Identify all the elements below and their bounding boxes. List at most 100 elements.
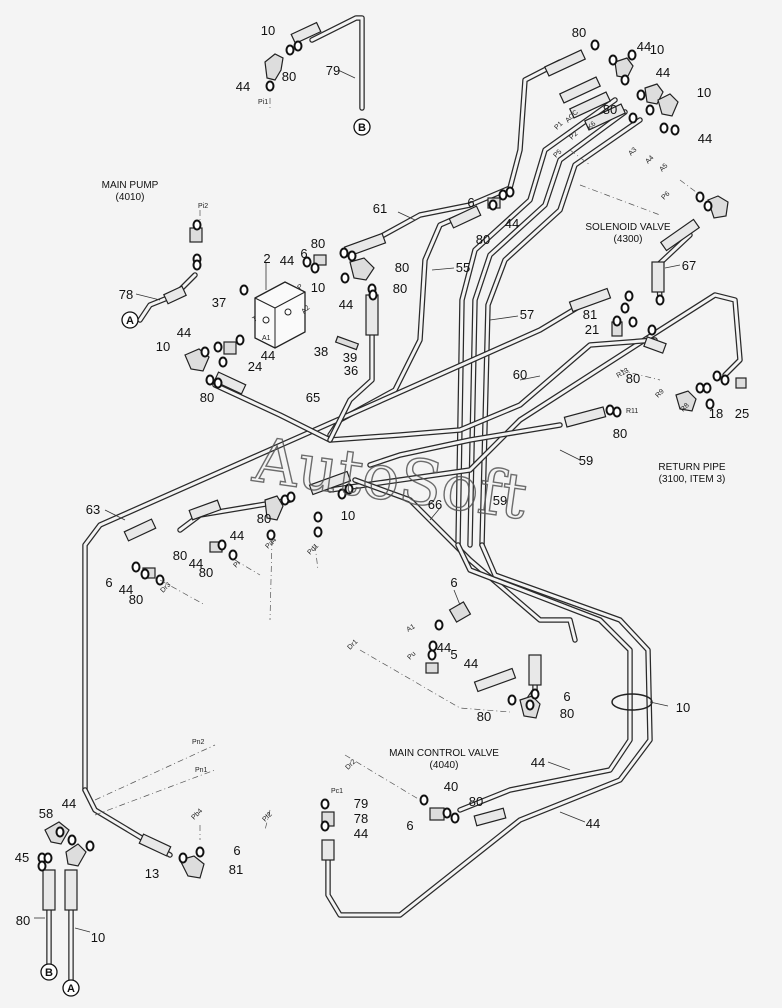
o-ring [43,852,53,864]
pipe-59 [367,422,563,468]
callout-44: 44 [189,556,203,571]
o-ring [624,290,634,302]
o-ring [703,200,713,212]
callout-60: 60 [513,367,527,382]
o-ring [55,826,65,838]
port-label-a1: A1 [406,623,417,633]
callout-80: 80 [476,232,490,247]
pipe-60 [327,292,743,493]
hose-81 [568,287,612,313]
callout-65: 65 [306,390,320,405]
o-ring [286,491,296,503]
callout-44: 44 [586,816,600,831]
elbow-45 [65,843,87,867]
callout-58: 58 [39,806,53,821]
title-main-pump-code: (4010) [116,192,145,203]
title-main-pump: MAIN PUMP [102,180,159,191]
port-label-a1: A1 [262,335,271,342]
port-label-pf2: Pf2 [261,811,273,823]
o-ring [213,341,223,353]
callout-80: 80 [469,794,483,809]
callout-6: 6 [105,575,112,590]
o-ring [419,794,429,806]
callout-80: 80 [199,565,213,580]
callout-59: 59 [579,453,593,468]
o-ring [217,539,227,551]
o-ring [720,374,730,386]
o-ring [239,284,249,296]
o-ring [590,39,600,51]
callout-44: 44 [236,79,250,94]
o-ring [218,356,228,368]
callout-6: 6 [450,575,457,590]
callout-44: 44 [280,253,294,268]
callout-10: 10 [261,23,275,38]
callout-38: 38 [314,344,328,359]
pipe-64 [325,542,653,918]
o-ring [442,807,452,819]
pipe-65 [212,337,658,443]
valve-5 [448,601,472,623]
callout-6: 6 [563,689,570,704]
clamp-40 [611,693,653,711]
port-label-a3: A3 [627,146,638,157]
hose-78-bottom [64,869,78,911]
fitting-25 [735,377,747,389]
hose-79-bottom [42,869,56,911]
hose-63-bottom [138,833,172,857]
port-label-a4: A4 [644,154,655,165]
callout-44: 44 [531,755,545,770]
callout-10: 10 [91,930,105,945]
o-ring [85,840,95,852]
port-label-pn1: Pn1 [195,767,208,774]
port-label-pi2: Pi2 [198,203,208,210]
hose-63b [188,499,222,521]
o-ring [320,820,330,832]
o-ring [612,315,622,327]
elbow-10-pump [349,257,375,281]
port-label-p1: P1 [553,120,564,131]
o-ring [320,798,330,810]
o-ring [655,294,665,306]
o-ring [628,316,638,328]
callout-79: 79 [354,796,368,811]
port-label-dr1: Dr1 [346,638,359,651]
o-ring [612,406,622,418]
port-label-pa4: Pa4 [264,537,278,551]
callout-44: 44 [261,348,275,363]
callout-79: 79 [326,63,340,78]
callout-44: 44 [464,656,478,671]
callout-18: 18 [709,406,723,421]
port-label-p2: P2 [568,130,579,141]
pipe-79-top [309,15,365,111]
fitting-6-c [425,662,439,674]
hose-78-top [163,285,187,305]
o-ring [702,382,712,394]
pipe-network [46,15,743,983]
callout-80: 80 [477,709,491,724]
svg-text:B: B [45,967,53,979]
port-label-t: T [252,315,260,324]
callout-44: 44 [119,582,133,597]
o-ring [340,272,350,284]
port-label-p: P [296,283,304,291]
port-label-p6: P6 [660,190,671,201]
callout-80: 80 [311,236,325,251]
title-main-control-valve-code: (4040) [430,760,459,771]
o-ring [627,49,637,61]
port-label-dr2: Dr2 [344,758,357,771]
elbow-10-right-2 [644,83,664,105]
callout-25: 25 [735,406,749,421]
port-label-pn2: Pn2 [192,739,205,746]
pipe-63 [82,297,593,793]
o-ring [192,259,202,271]
callout-13: 13 [145,866,159,881]
callout-67: 67 [682,258,696,273]
o-ring [67,834,77,846]
callout-80: 80 [560,706,574,721]
hose-solenoid [659,218,701,252]
hose-59 [563,406,607,428]
callout-10: 10 [650,42,664,57]
callout-6: 6 [406,818,413,833]
callout-10: 10 [156,339,170,354]
